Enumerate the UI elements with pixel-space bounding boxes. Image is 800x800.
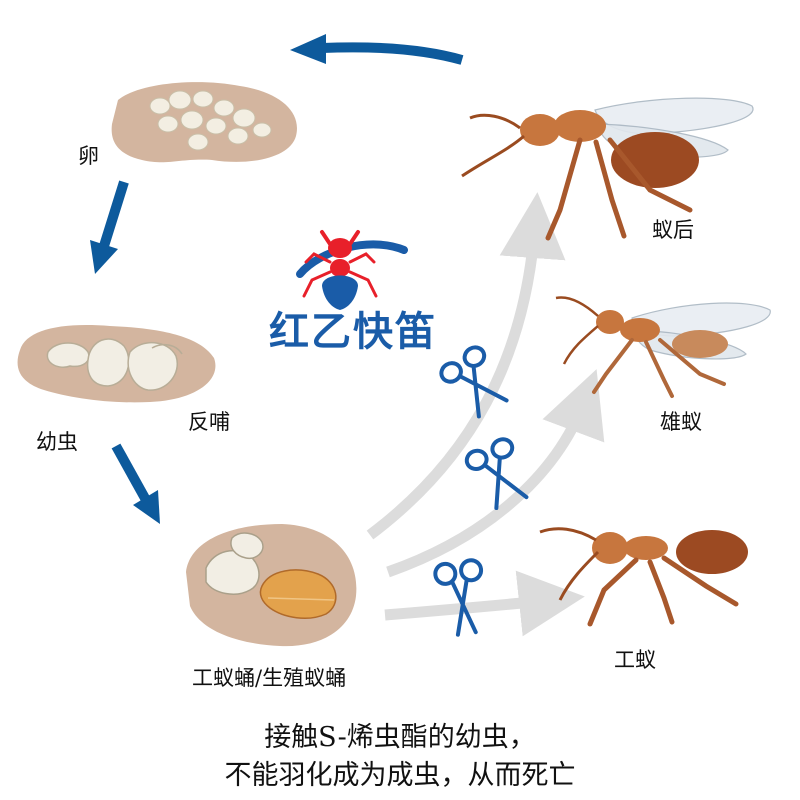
logo-swoosh xyxy=(296,240,408,278)
label-pupa: 工蚁蛹/生殖蚁蛹 xyxy=(192,666,347,690)
worker-ant xyxy=(539,527,748,627)
egg-cluster xyxy=(111,82,297,163)
larvae xyxy=(46,338,183,391)
eggs xyxy=(149,90,272,151)
ant-logo-icon xyxy=(296,230,408,310)
logo-text: 红乙快笛 xyxy=(269,309,437,355)
label-worker: 工蚁 xyxy=(614,648,656,672)
scissors-icon xyxy=(464,437,529,511)
arrow-pupa-to-queen xyxy=(366,192,566,540)
label-regurgitation: 反哺 xyxy=(188,410,230,434)
arrow-egg-to-larva xyxy=(90,180,129,274)
pupa-cluster xyxy=(186,524,357,647)
development-arrows xyxy=(366,192,605,637)
label-egg: 卵 xyxy=(78,144,99,168)
caption-line-1: 接触S-烯虫酯的幼虫， xyxy=(264,722,536,753)
label-male: 雄蚁 xyxy=(660,410,702,434)
arrow-queen-to-egg xyxy=(290,34,464,65)
scissors-icon xyxy=(433,558,484,637)
worker-pupa xyxy=(205,532,264,595)
arrow-pupa-to-male xyxy=(386,369,605,578)
scissors-icon xyxy=(439,345,509,419)
male-ant xyxy=(555,296,771,398)
larva-cluster xyxy=(17,325,216,403)
lifecycle-arrows xyxy=(90,34,464,524)
queen-ant xyxy=(461,97,754,241)
reproductive-pupa xyxy=(259,569,337,620)
arrow-pupa-to-worker xyxy=(384,570,585,637)
label-queen: 蚁后 xyxy=(652,218,694,242)
caption-line-2: 不能羽化成为成虫，从而死亡 xyxy=(224,760,576,791)
label-larva: 幼虫 xyxy=(36,430,78,454)
arrow-larva-to-pupa xyxy=(111,443,160,524)
